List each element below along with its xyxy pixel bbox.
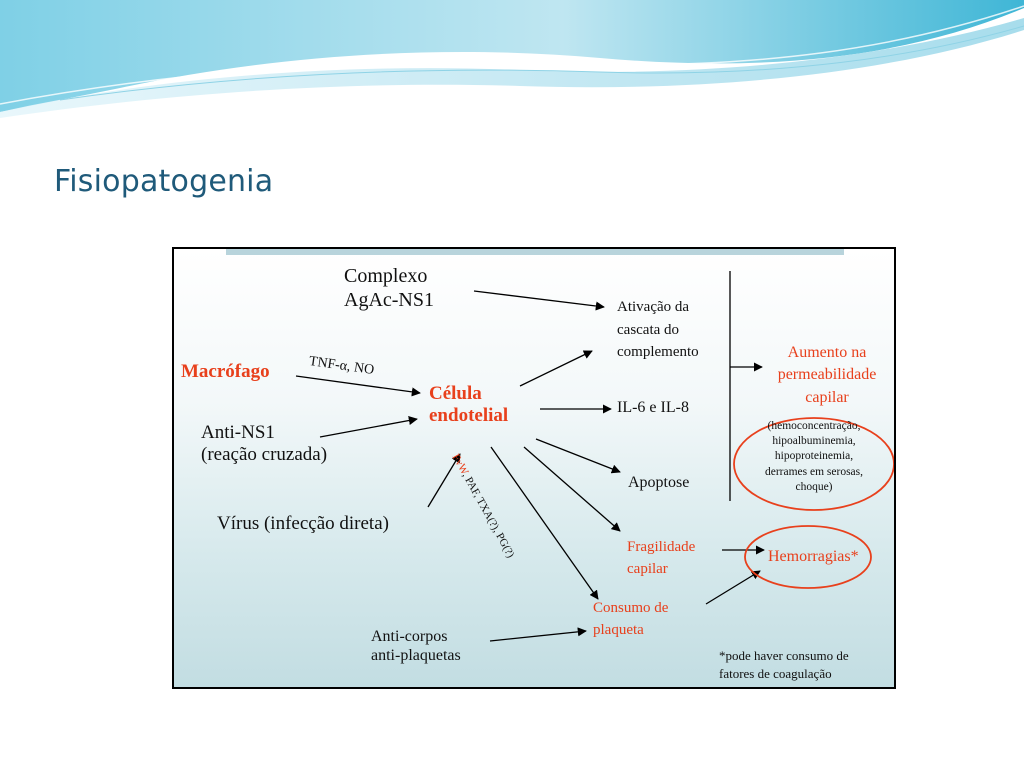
- figure-top-band: [226, 249, 844, 255]
- node-complexo-line2: AgAc-NS1: [344, 288, 434, 311]
- node-anticorpos-line1: Anti-corpos: [371, 628, 448, 645]
- node-detalhes-line2: hipoalbuminemia,: [772, 435, 856, 448]
- node-ativacao-line3: complemento: [617, 344, 699, 360]
- node-detalhes: (hemoconcentração, hipoalbuminemia, hipo…: [744, 419, 884, 495]
- footnote-line1: *pode haver consumo de: [719, 648, 849, 663]
- node-fragilidade-line2: capilar: [627, 560, 668, 577]
- node-ativacao: Ativação da cascata do complemento: [617, 296, 699, 364]
- node-celula-line2: endotelial: [429, 405, 509, 427]
- arrow-macrofago-celula: [295, 375, 421, 397]
- node-fragilidade-line1: Fragilidade: [627, 539, 696, 555]
- arrow-consumo-hemorragias: [705, 570, 761, 605]
- hemorragias-ellipse: [744, 525, 872, 589]
- node-anti-ns1-line1: Anti-NS1: [201, 422, 275, 443]
- arrow-virus-celula: [427, 453, 461, 508]
- node-anti-ns1-line2: (reação cruzada): [201, 444, 328, 466]
- node-consumo-line2: plaqueta: [593, 621, 644, 638]
- arrow-celula-apoptose: [535, 438, 621, 474]
- node-ativacao-line2: cascata do: [617, 321, 680, 338]
- node-detalhes-line3: hipoproteinemia,: [774, 450, 854, 463]
- node-detalhes-line5: choque): [795, 480, 833, 493]
- pathogenesis-diagram: Complexo AgAc-NS1 Macrófago TNF-α, NO An…: [172, 247, 896, 689]
- slide-title: Fisiopatogenia: [54, 164, 274, 199]
- node-ativacao-line1: Ativação da: [617, 299, 690, 315]
- node-virus: Vírus (infecção direta): [217, 513, 389, 534]
- arrow-complexo-ativacao: [473, 290, 605, 311]
- node-aumento-permeabilidade: Aumento na permeabilidade capilar: [762, 342, 892, 409]
- node-hemorragias: Hemorragias*: [768, 548, 859, 565]
- node-detalhes-line1: (hemoconcentração,: [767, 420, 861, 432]
- node-il6-il8: IL-6 e IL-8: [617, 399, 689, 416]
- node-consumo-plaqueta: Consumo de plaqueta: [593, 598, 668, 642]
- node-consumo-line1: Consumo de: [593, 600, 669, 616]
- footnote-line2: fatores de coagulação: [719, 666, 832, 682]
- arrow-celula-ativacao: [519, 350, 593, 387]
- node-macrofago: Macrófago: [181, 361, 270, 382]
- header-wave-decoration: [0, 0, 1024, 118]
- node-anticorpos-line2: anti-plaquetas: [371, 646, 461, 664]
- node-aumento-line1: Aumento na: [787, 344, 867, 361]
- node-aumento-line3: capilar: [805, 388, 849, 406]
- arrow-antins1-celula: [319, 416, 418, 438]
- node-anti-ns1: Anti-NS1 (reação cruzada): [201, 422, 327, 467]
- node-celula-line1: Célula: [429, 383, 482, 404]
- node-apoptose: Apoptose: [628, 474, 690, 491]
- arrow-celula-consumo: [490, 446, 599, 600]
- detalhes-ellipse: [733, 417, 894, 511]
- node-complexo: Complexo AgAc-NS1: [344, 265, 434, 312]
- node-anticorpos: Anti-corpos anti-plaquetas: [371, 628, 461, 666]
- node-aumento-line2: permeabilidade: [777, 366, 877, 384]
- arrow-anticorpos-consumo: [489, 627, 587, 642]
- node-fragilidade: Fragilidade capilar: [627, 537, 695, 581]
- footnote: *pode haver consumo de fatores de coagul…: [719, 647, 849, 683]
- arrow-celula-fragilidade: [523, 446, 621, 532]
- node-celula-endotelial: Célula endotelial: [429, 383, 508, 428]
- node-detalhes-line4: derrames em serosas,: [764, 465, 864, 478]
- node-complexo-line1: Complexo: [344, 265, 428, 287]
- diagram-arrows: [295, 271, 894, 642]
